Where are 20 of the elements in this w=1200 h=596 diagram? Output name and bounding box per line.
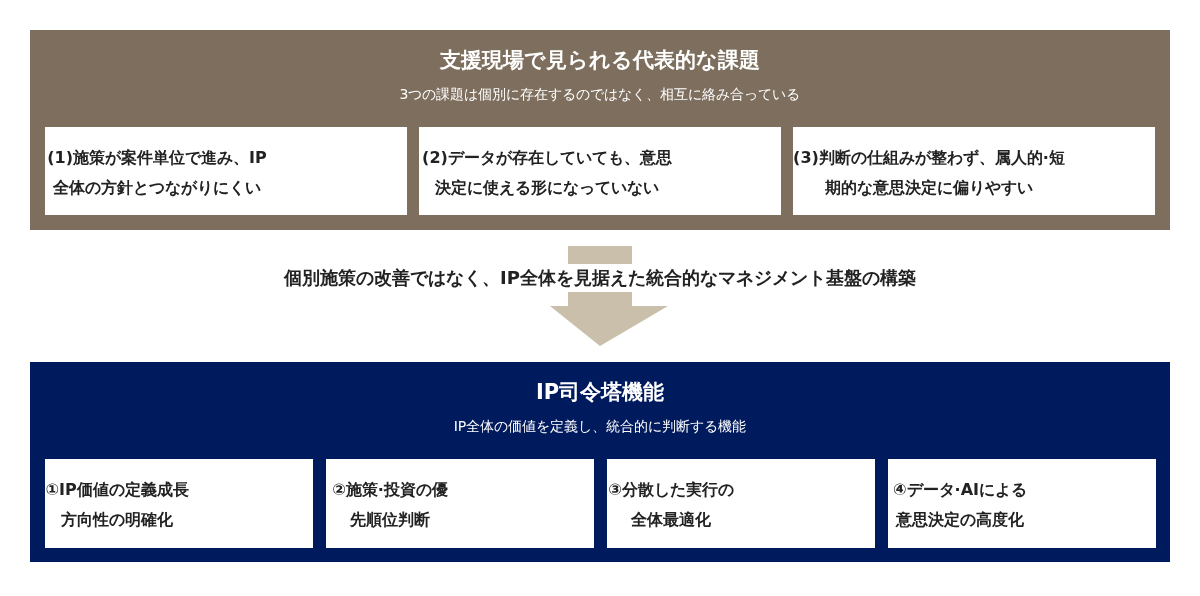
card-text: (3)判断の仕組みが整わず、属人的·短期的な意思決定に偏りやすい: [793, 147, 1065, 200]
card-text: ①IP価値の定義成長方向性の明確化: [45, 479, 189, 532]
item-card: [419, 127, 781, 215]
item-card: [793, 127, 1155, 215]
section-subtitle: 3つの課題は個別に存在するのではなく、相互に絡み合っている: [398, 86, 802, 104]
card-text: ④データ·AIによる意思決定の高度化: [892, 479, 1028, 532]
card-text: ③分散した実行の全体最適化: [607, 479, 735, 532]
section-heading: IP司令塔機能: [534, 379, 666, 406]
item-card: [45, 459, 313, 548]
section-heading: 支援現場で見られる代表的な課題: [439, 47, 761, 74]
card-text: ②施策·投資の優先順位判断: [331, 479, 449, 532]
section-subtitle: IP全体の価値を定義し、統合的に判断する機能: [452, 418, 748, 436]
item-card: [45, 127, 407, 215]
item-card: [607, 459, 875, 548]
item-card: [326, 459, 594, 548]
card-text: (1)施策が案件単位で進み、IP全体の方針とつながりにくい: [46, 147, 268, 200]
section-panel: [30, 362, 1170, 562]
section-panel: [30, 30, 1170, 230]
item-card: [888, 459, 1156, 548]
card-text: (2)データが存在していても、意思決定に使える形になっていない: [421, 147, 673, 200]
